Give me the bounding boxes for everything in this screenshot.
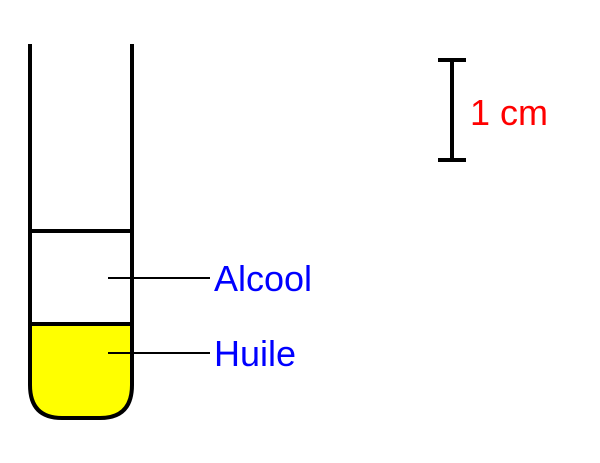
scale-bar — [438, 58, 466, 162]
oil-layer — [30, 324, 132, 418]
scale-label: 1 cm — [470, 92, 548, 133]
alcohol-label: Alcool — [214, 258, 312, 299]
oil-label: Huile — [214, 333, 296, 374]
test-tube-outline — [28, 44, 134, 420]
